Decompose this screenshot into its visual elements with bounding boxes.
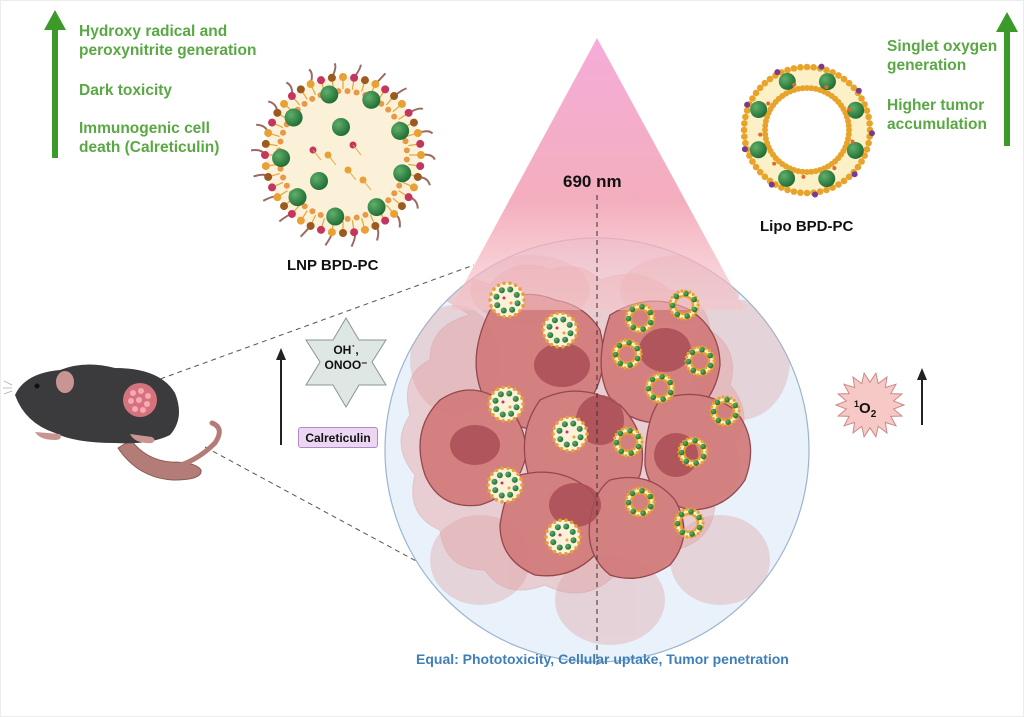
singlet-oxygen-label: 1O2 bbox=[854, 399, 876, 422]
lnp-particle bbox=[541, 311, 579, 349]
lipo-particle bbox=[644, 372, 676, 404]
singlet-oxygen-sub: 2 bbox=[870, 409, 877, 420]
lnp-particle bbox=[487, 385, 525, 423]
left-effect-1: Hydroxy radical and peroxynitrite genera… bbox=[79, 22, 256, 61]
lipo-particle bbox=[612, 426, 644, 458]
lipo-particle bbox=[673, 507, 705, 539]
singlet-oxygen-burst-shape bbox=[834, 371, 906, 439]
ros-peroxynitrite-label: ONOO⁻ bbox=[324, 358, 368, 372]
singlet-oxygen-sup: 1 bbox=[854, 399, 860, 409]
right-effect-2-line-1: Higher tumor bbox=[887, 97, 985, 114]
lipo-particle bbox=[677, 436, 709, 468]
right-effect-2-line-2: accumulation bbox=[887, 116, 987, 134]
left-effect-2: Dark toxicity bbox=[79, 82, 173, 99]
lnp-particle bbox=[486, 466, 524, 504]
ros-star-label: OH˙, ONOO⁻ bbox=[316, 343, 376, 373]
lnp-particle bbox=[488, 281, 526, 319]
left-black-increase-arrow bbox=[276, 348, 286, 445]
left-effect-1-line-1: Hydroxy radical and bbox=[79, 23, 228, 40]
lipo-label: Lipo BPD-PC bbox=[760, 218, 854, 235]
wavelength-label: 690 nm bbox=[563, 172, 622, 191]
lipo-particle bbox=[624, 302, 656, 334]
lnp-bpd-pc-illustration bbox=[250, 62, 436, 248]
right-effect-1-line-1: Singlet oxygen bbox=[887, 38, 998, 55]
lnp-particle bbox=[551, 415, 589, 453]
left-effect-3-line-2: death (Calreticulin) bbox=[79, 139, 220, 157]
lnp-particle bbox=[544, 518, 582, 556]
lipo-particle bbox=[611, 338, 643, 370]
zoom-guide-upper bbox=[151, 264, 475, 383]
right-effect-1-line-2: generation bbox=[887, 57, 967, 75]
right-effect-2: Higher tumor accumulation bbox=[887, 96, 987, 135]
lipo-particle bbox=[709, 395, 741, 427]
lipo-particles-in-tumor bbox=[611, 289, 741, 539]
lipo-particle bbox=[624, 486, 656, 518]
ros-hydroxyl-label: OH˙, bbox=[333, 343, 359, 357]
lipo-particle bbox=[668, 289, 700, 321]
left-increase-arrow bbox=[44, 10, 66, 158]
lnp-label: LNP BPD-PC bbox=[287, 257, 379, 274]
calreticulin-tag: Calreticulin bbox=[298, 427, 378, 448]
right-black-increase-arrow bbox=[917, 368, 927, 425]
right-increase-arrow bbox=[996, 12, 1018, 146]
zoom-guide-lower bbox=[204, 446, 456, 583]
ros-star-shape bbox=[305, 317, 387, 408]
lnp-particles-in-tumor bbox=[486, 281, 589, 556]
mouse-illustration bbox=[3, 364, 222, 481]
equal-properties-caption: Equal: Phototoxicity, Cellular uptake, T… bbox=[416, 651, 789, 667]
singlet-oxygen-main: O bbox=[859, 400, 871, 417]
light-beam-690nm bbox=[450, 38, 745, 310]
lipo-bpd-pc-illustration bbox=[740, 63, 875, 198]
lipo-particle bbox=[684, 345, 716, 377]
left-effect-3: Immunogenic cell death (Calreticulin) bbox=[79, 119, 219, 158]
left-effect-3-line-1: Immunogenic cell bbox=[79, 120, 210, 137]
left-effect-1-line-2: peroxynitrite generation bbox=[79, 42, 257, 60]
right-effect-1: Singlet oxygen generation bbox=[887, 37, 997, 76]
tumor-cell-cluster bbox=[400, 255, 790, 645]
